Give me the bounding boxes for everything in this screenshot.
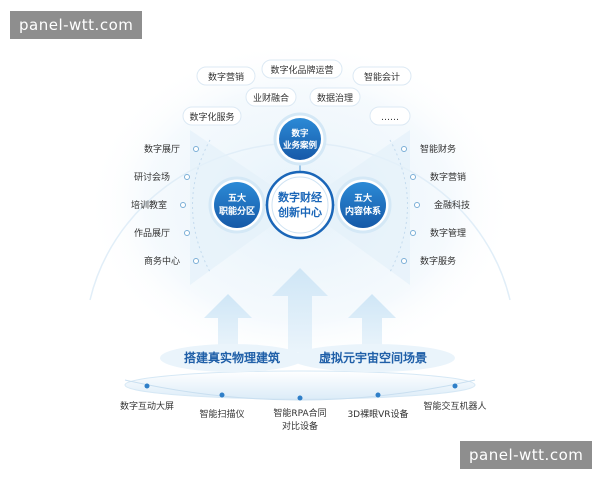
- left-list-item: 研讨会场: [134, 171, 190, 183]
- device-dot: [219, 392, 225, 398]
- arrow-left: [204, 294, 252, 350]
- right-list-label: 智能财务: [420, 143, 456, 155]
- left-list-dot: [184, 174, 190, 180]
- device-label: 3D裸眼VR设备: [347, 408, 408, 420]
- device-label: 智能扫描仪: [199, 408, 244, 420]
- right-list-dot: [401, 146, 407, 152]
- top-tag: 数字化服务: [182, 106, 242, 126]
- left-list-label: 数字展厅: [144, 143, 180, 155]
- left-list-dot: [193, 258, 199, 264]
- left-node: [214, 182, 260, 228]
- top-tag: 数字营销: [196, 66, 256, 86]
- left-list-item: 数字展厅: [144, 143, 199, 155]
- left-list-label: 作品展厅: [134, 227, 170, 239]
- top-tag: ……: [369, 106, 411, 126]
- watermark-top: panel-wtt.com: [10, 11, 143, 39]
- left-list-item: 商务中心: [144, 255, 199, 267]
- top-tag: 业财融合: [245, 87, 297, 107]
- right-list-item: 金融科技: [414, 199, 470, 211]
- left-list-dot: [184, 230, 190, 236]
- top-tag-label: 智能会计: [364, 71, 400, 83]
- device-item: 3D裸眼VR设备: [347, 392, 409, 420]
- base-platform: [124, 370, 476, 400]
- right-list-dot: [410, 230, 416, 236]
- top-node-line2: 业务案例: [283, 140, 318, 151]
- device-dot: [144, 383, 150, 389]
- base-pill-left: [160, 344, 304, 372]
- top-tag: 数字化品牌运营: [261, 59, 343, 79]
- center-hub-inner: [271, 176, 329, 234]
- right-node: [340, 182, 386, 228]
- device-item: 智能RPA合同 对比设备: [273, 395, 327, 432]
- left-list-label: 商务中心: [144, 255, 180, 267]
- device-label-line2: 对比设备: [282, 420, 318, 432]
- device-dot: [375, 392, 381, 398]
- device-label: 智能RPA合同: [273, 407, 326, 419]
- right-list-label: 数字管理: [430, 227, 466, 239]
- right-node-line2: 内容体系: [345, 205, 381, 217]
- right-list-label: 数字服务: [420, 255, 456, 267]
- right-list-arc: [389, 139, 408, 273]
- top-tag-label: 数字营销: [208, 71, 244, 83]
- right-list-item: 数字管理: [410, 227, 466, 239]
- top-tag: 智能会计: [352, 66, 412, 86]
- left-list-item: 作品展厅: [134, 227, 190, 239]
- right-list-item: 智能财务: [401, 143, 456, 155]
- device-item: 数字互动大屏: [120, 383, 174, 412]
- watermark-bottom: panel-wtt.com: [460, 441, 593, 469]
- top-tag-label: 业财融合: [253, 92, 289, 104]
- right-list-label: 数字营销: [430, 171, 466, 183]
- device-dot: [452, 383, 458, 389]
- base-pill-right: [291, 344, 455, 372]
- top-tag-label: ……: [381, 113, 399, 123]
- base-label-left: 搭建真实物理建筑: [184, 350, 280, 365]
- left-list-label: 研讨会场: [134, 171, 170, 183]
- base-label-right: 虚拟元宇宙空间场景: [319, 350, 427, 365]
- top-tag-label: 数字化品牌运营: [270, 64, 333, 76]
- left-list-dot: [180, 202, 186, 208]
- right-list-dot: [414, 202, 420, 208]
- device-dot: [297, 395, 303, 401]
- arrow-right: [348, 294, 396, 350]
- center-hub-line2: 创新中心: [277, 205, 322, 219]
- right-list-item: 数字营销: [410, 171, 466, 183]
- top-tag: 数据治理: [309, 87, 361, 107]
- device-label: 智能交互机器人: [423, 400, 486, 412]
- left-list-dot: [193, 146, 199, 152]
- right-list-label: 金融科技: [434, 199, 470, 211]
- center-hub-line1: 数字财经: [278, 190, 322, 204]
- right-list-item: 数字服务: [401, 255, 456, 267]
- arrow-center: [272, 268, 328, 352]
- top-tag-label: 数字化服务: [189, 111, 234, 123]
- top-tag-label: 数据治理: [317, 92, 353, 104]
- right-list-dot: [410, 174, 416, 180]
- device-item: 智能交互机器人: [423, 383, 487, 412]
- top-node-line1: 数字: [291, 128, 309, 139]
- left-list-arc: [192, 139, 211, 273]
- top-node: [279, 118, 321, 160]
- left-list-item: 培训教室: [131, 199, 186, 211]
- left-list-label: 培训教室: [131, 199, 167, 211]
- device-item: 智能扫描仪: [199, 392, 245, 420]
- left-node-line1: 五大: [228, 192, 246, 204]
- left-node-line2: 职能分区: [219, 205, 255, 217]
- right-list-dot: [401, 258, 407, 264]
- right-node-line1: 五大: [354, 192, 372, 204]
- device-label: 数字互动大屏: [120, 400, 174, 412]
